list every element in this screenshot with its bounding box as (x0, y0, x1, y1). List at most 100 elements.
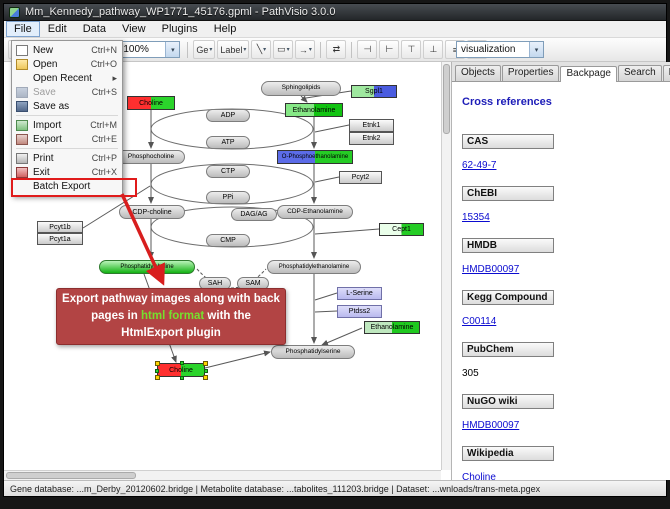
annotation-callout: Export pathway images along with back pa… (56, 288, 286, 345)
tab-backpage[interactable]: Backpage (560, 66, 617, 82)
menu-plugins[interactable]: Plugins (161, 23, 198, 35)
selection-handle[interactable] (204, 369, 208, 373)
menu-item-label: Batch Export (33, 180, 91, 192)
pathway-node-cdp-ethanolamine[interactable]: CDP-Ethanolamine (277, 205, 353, 219)
pathway-node-ethanolamine[interactable]: Ethanolamine (364, 321, 420, 334)
vertical-scrollbar[interactable] (441, 62, 451, 470)
pathway-node-phosphatidylcholine[interactable]: Phosphatidylcholine (99, 260, 195, 274)
title-bar[interactable]: Mm_Kennedy_pathway_WP1771_45176.gpml - P… (4, 4, 666, 21)
database-link[interactable]: Choline (462, 472, 496, 480)
menu-edit[interactable]: Edit (47, 23, 67, 35)
database-link[interactable]: HMDB00097 (462, 420, 520, 431)
database-link[interactable]: HMDB00097 (462, 264, 520, 275)
zoom-value: 100% (123, 44, 149, 55)
visualization-select[interactable]: visualization ▾ (456, 41, 544, 58)
cross-references-heading: Cross references (462, 96, 552, 108)
pathway-edge (314, 310, 338, 313)
pathway-node-adp[interactable]: ADP (206, 109, 250, 122)
pathway-node-pcyt1a[interactable]: Pcyt1a (37, 233, 83, 245)
file-menu-item-save-as[interactable]: Save as (12, 99, 122, 113)
pathway-node-etnk1[interactable]: Etnk1 (349, 119, 394, 132)
pathway-node-ptdss2[interactable]: Ptdss2 (337, 305, 382, 318)
pathway-node-cept1[interactable]: Cept1 (379, 223, 424, 236)
tab-search[interactable]: Search (617, 65, 662, 81)
pathway-node-ppi[interactable]: PPi (206, 191, 250, 204)
link-tool-icon: ⇄ (332, 44, 341, 54)
menu-data[interactable]: Data (82, 23, 106, 35)
menu-item-label: Print (33, 152, 54, 164)
selection-handle[interactable] (155, 361, 160, 366)
pathway-node-choline[interactable]: Choline (155, 361, 208, 380)
tab-objects[interactable]: Objects (455, 65, 501, 81)
selection-handle[interactable] (203, 361, 208, 366)
database-link[interactable]: 62-49-7 (462, 160, 497, 171)
pathway-node-o-phosphoethanolamine[interactable]: O-Phosphoethanolamine (277, 150, 353, 164)
tab-legend[interactable]: Legend (662, 65, 670, 81)
pathway-node-ctp[interactable]: CTP (206, 165, 250, 178)
pathway-node-sphingolipids[interactable]: Sphingolipids (261, 81, 341, 96)
shape-tool[interactable]: ▭▾ (273, 40, 294, 59)
link-tool[interactable]: ⇄ (326, 40, 347, 59)
selection-handle[interactable] (203, 375, 208, 380)
selection-handle[interactable] (180, 376, 184, 380)
line-tool[interactable]: ╲▾ (251, 40, 272, 59)
align-top-tool-icon: ⊤ (407, 44, 416, 54)
blank-icon (16, 73, 28, 84)
pathway-node-pcyt1b[interactable]: Pcyt1b (37, 221, 83, 233)
selection-handle[interactable] (155, 369, 159, 373)
label-tool[interactable]: Label▾ (217, 40, 250, 59)
pathway-node-phosphatidylserine[interactable]: Phosphatidylserine (271, 345, 355, 359)
pathway-node-atp[interactable]: ATP (206, 136, 250, 149)
database-header: PubChem (462, 342, 554, 357)
selection-handle[interactable] (180, 361, 184, 365)
chevron-down-icon: ▾ (286, 47, 290, 53)
new-icon (16, 44, 28, 56)
pathway-node-l-serine[interactable]: L-Serine (337, 287, 382, 300)
pathway-node-cdp-choline[interactable]: CDP-choline (119, 205, 185, 219)
tab-properties[interactable]: Properties (501, 65, 560, 81)
pathway-node-cmp[interactable]: CMP (206, 234, 250, 247)
selection-handle[interactable] (155, 375, 160, 380)
horizontal-scrollbar-thumb[interactable] (6, 472, 136, 479)
pathway-node-choline[interactable]: Choline (127, 96, 175, 110)
align-left-tool[interactable]: ⊣ (357, 40, 378, 59)
pathway-node-dag-ag[interactable]: DAG/AG (231, 208, 277, 221)
file-menu-item-open-recent[interactable]: Open Recent▸ (12, 71, 122, 85)
horizontal-scrollbar[interactable] (4, 470, 441, 480)
menu-item-label: Save as (33, 100, 70, 112)
pathway-node-sgpl1[interactable]: Sgpl1 (351, 85, 397, 98)
pathway-node-phosphocholine[interactable]: Phosphocholine (117, 150, 185, 164)
zoom-select[interactable]: 100% ▾ (118, 41, 181, 58)
database-link[interactable]: 15354 (462, 212, 490, 223)
vertical-scrollbar-thumb[interactable] (443, 64, 450, 134)
pathway-node-pcyt2[interactable]: Pcyt2 (339, 171, 382, 184)
import-icon (16, 119, 28, 131)
database-link[interactable]: C00114 (462, 316, 497, 327)
menu-item-label: Import (33, 119, 62, 131)
align-right-tool[interactable]: ⊢ (379, 40, 400, 59)
align-top-tool[interactable]: ⊤ (401, 40, 422, 59)
database-value: 305 (462, 368, 479, 379)
menu-view[interactable]: View (121, 23, 146, 35)
file-menu-item-batch-export[interactable]: Batch Export (11, 178, 137, 197)
blank-icon (16, 181, 28, 192)
align-bottom-tool[interactable]: ⊥ (423, 40, 444, 59)
connector-tool[interactable]: →▾ (295, 40, 316, 59)
gene-product-tool[interactable]: Ge▾ (193, 40, 216, 59)
pathway-node-ethanolamine[interactable]: Ethanolamine (285, 103, 343, 117)
pathway-edges (82, 90, 380, 369)
menu-help[interactable]: Help (213, 23, 237, 35)
pathway-node-etnk2[interactable]: Etnk2 (349, 132, 394, 145)
menu-file[interactable]: File (6, 21, 40, 37)
pathway-node-phosphatidylethanolamine[interactable]: Phosphatidylethanolamine (267, 260, 361, 274)
